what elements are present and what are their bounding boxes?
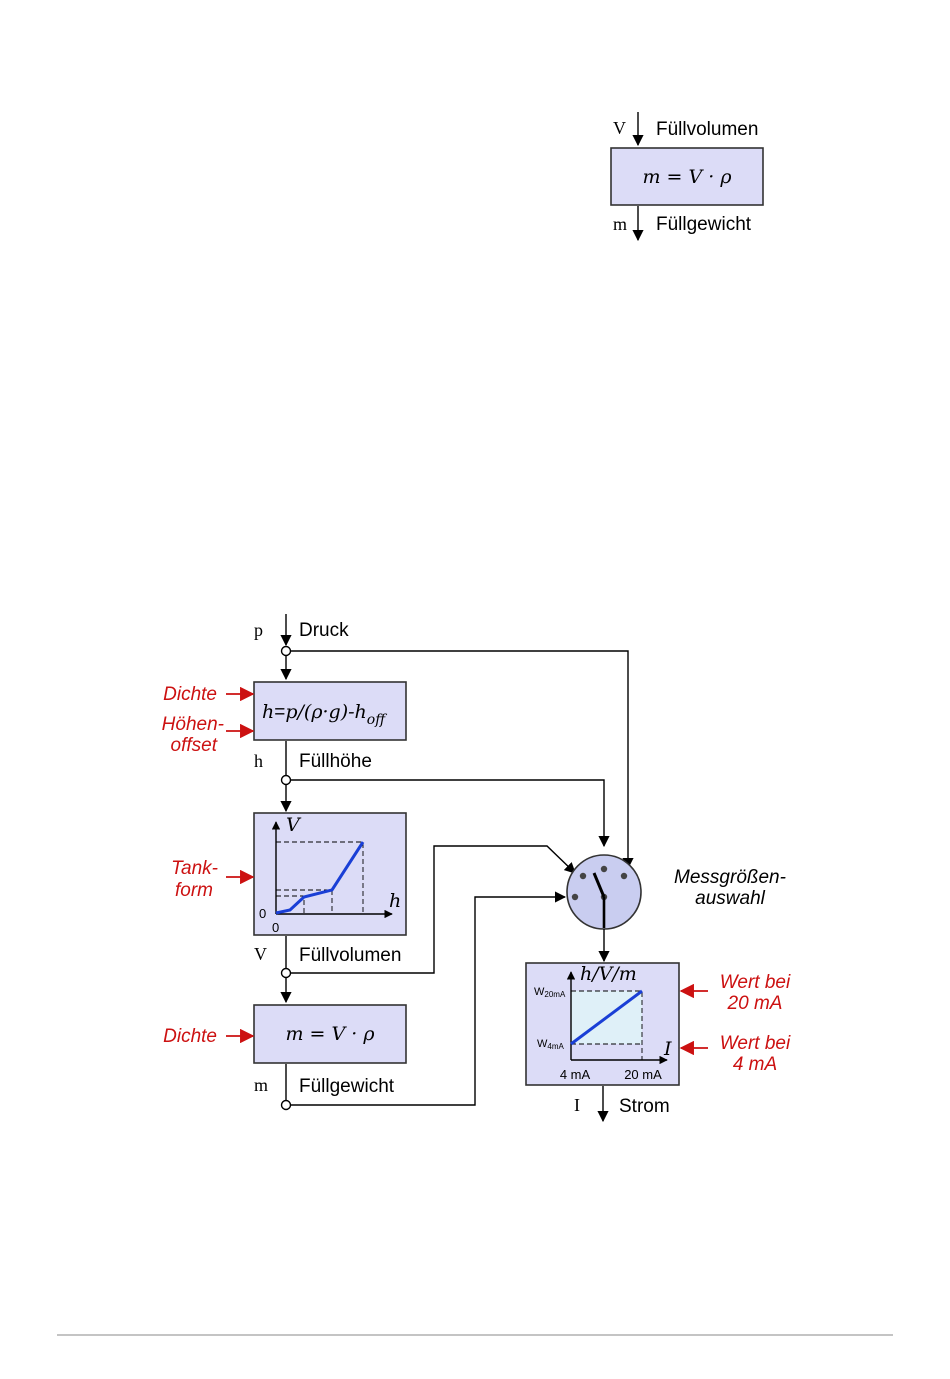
param-dichte-2: Dichte xyxy=(163,1026,217,1047)
top-in-label: Füllvolumen xyxy=(656,119,758,140)
selector-contact-p xyxy=(621,873,627,879)
param-hoehen-line2: offset xyxy=(171,735,218,756)
m-symbol: m xyxy=(254,1075,268,1095)
selector-contact-v xyxy=(580,873,586,879)
p-symbol: p xyxy=(254,620,263,640)
v-symbol: V xyxy=(254,944,267,964)
m-tap-node xyxy=(282,1101,291,1110)
tick-4ma: 4 mA xyxy=(560,1067,591,1082)
m-label: Füllgewicht xyxy=(299,1076,395,1097)
tank-zero-x: 0 xyxy=(272,920,279,935)
tank-shape-box xyxy=(254,813,406,935)
v-label: Füllvolumen xyxy=(299,945,401,966)
top-out-symbol: m xyxy=(613,214,627,234)
measurement-selector xyxy=(567,855,641,929)
param-wert4-line1: Wert bei xyxy=(720,1033,791,1054)
selector-label-line1: Messgrößen- xyxy=(674,867,786,888)
p-tap-node xyxy=(282,647,291,656)
v-tap-node xyxy=(282,969,291,978)
output-axis-y: h/V/m xyxy=(580,963,637,985)
param-hoehen-line1: Höhen- xyxy=(162,714,224,735)
mass-formula: m = V · ρ xyxy=(285,1023,375,1045)
param-wert4-line2: 4 mA xyxy=(733,1054,777,1075)
tick-20ma: 20 mA xyxy=(624,1067,662,1082)
param-tank-line1: Tank- xyxy=(171,858,218,879)
tank-axis-h: h xyxy=(389,890,401,912)
i-symbol: I xyxy=(574,1095,580,1115)
p-label: Druck xyxy=(299,620,349,641)
i-label: Strom xyxy=(619,1096,670,1117)
h-label: Füllhöhe xyxy=(299,751,372,772)
param-dichte-1: Dichte xyxy=(163,684,217,705)
top-formula: m = V · ρ xyxy=(642,166,732,188)
param-wert20-line2: 20 mA xyxy=(727,993,783,1014)
output-axis-x: I xyxy=(663,1038,672,1060)
top-out-label: Füllgewicht xyxy=(656,214,752,235)
h-symbol: h xyxy=(254,751,263,771)
selector-contact-h xyxy=(601,866,607,872)
selector-label-line2: auswahl xyxy=(695,888,765,909)
selector-contact-m xyxy=(572,894,578,900)
top-in-symbol: V xyxy=(613,118,626,138)
tank-zero-y: 0 xyxy=(259,906,266,921)
top-block: V Füllvolumen m = V · ρ m Füllgewicht xyxy=(611,112,763,240)
param-tank-line2: form xyxy=(175,880,213,901)
h-tap-node xyxy=(282,776,291,785)
param-wert20-line1: Wert bei xyxy=(720,972,791,993)
tank-axis-v: V xyxy=(286,814,302,836)
